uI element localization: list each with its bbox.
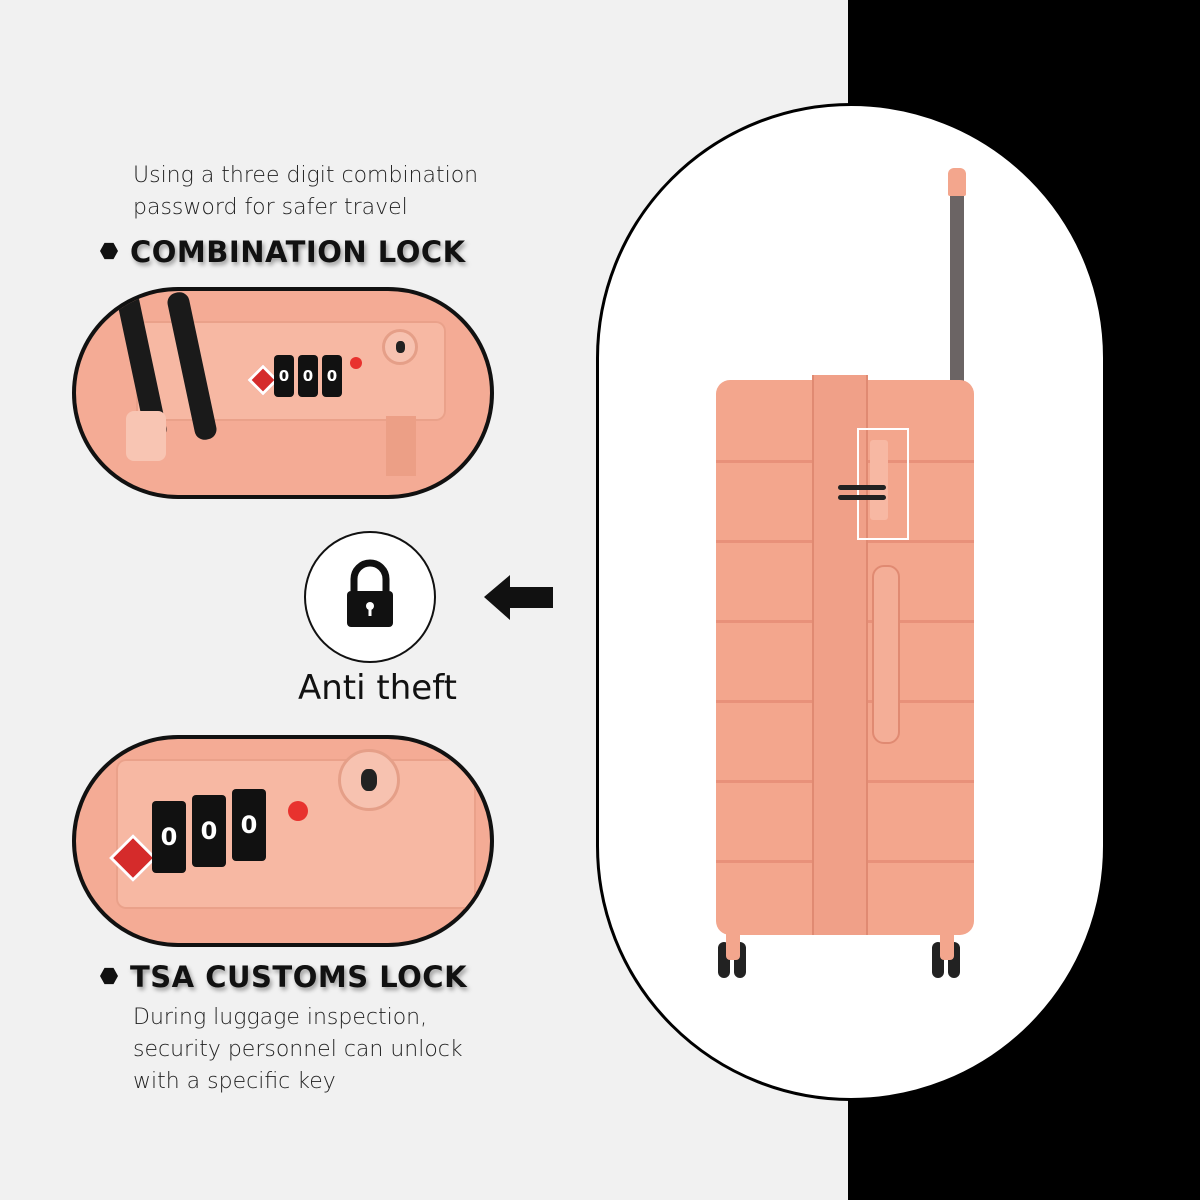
dial[interactable]: 0: [152, 801, 186, 873]
anti-theft-label: Anti theft: [298, 668, 457, 708]
reset-button[interactable]: [288, 801, 308, 821]
dial[interactable]: 0: [322, 355, 342, 397]
tsa-lock-closeup: 0 0 0: [72, 735, 494, 947]
panel-rib: [386, 416, 416, 476]
handle-grip: [948, 168, 966, 196]
combination-lock-heading-text: COMBINATION LOCK: [130, 235, 466, 269]
dial[interactable]: 0: [298, 355, 318, 397]
arrow-left-icon: [484, 575, 553, 620]
combination-lock-heading: COMBINATION LOCK: [100, 235, 466, 269]
keyhole-icon: [338, 749, 400, 811]
side-handle: [872, 565, 900, 744]
lock-highlight-box: [857, 428, 909, 540]
tsa-description-line1: During luggage inspection,: [133, 1005, 428, 1030]
reset-button[interactable]: [350, 357, 362, 369]
combination-description-line2: password for safer travel: [133, 195, 408, 220]
keyhole-icon: [382, 329, 418, 365]
latch: [126, 411, 166, 461]
dial[interactable]: 0: [192, 795, 226, 867]
zipper-pull-icon: [838, 495, 886, 500]
dial[interactable]: 0: [232, 789, 266, 861]
zipper-pull-icon: [838, 485, 886, 490]
padlock-badge: [304, 531, 436, 663]
tsa-description-line3: with a specific key: [133, 1069, 336, 1094]
wheel-left: [718, 930, 748, 980]
wheel-right: [932, 930, 962, 980]
tsa-description-line2: security personnel can unlock: [133, 1037, 463, 1062]
mini-lock-panel: [870, 440, 888, 520]
dial[interactable]: 0: [274, 355, 294, 397]
combination-description-line1: Using a three digit combination: [133, 163, 479, 188]
tsa-description: During luggage inspection, security pers…: [133, 1002, 463, 1098]
tsa-lock-heading-text: TSA CUSTOMS LOCK: [130, 960, 468, 994]
combination-lock-closeup: 0 0 0: [72, 287, 494, 499]
suitcase: [700, 160, 990, 990]
tsa-lock-heading: TSA CUSTOMS LOCK: [100, 960, 467, 994]
combination-description: Using a three digit combination password…: [133, 160, 478, 224]
telescopic-handle: [950, 170, 964, 400]
hexagon-bullet-icon: [100, 242, 118, 260]
padlock-icon: [347, 559, 393, 627]
hexagon-bullet-icon: [100, 967, 118, 985]
